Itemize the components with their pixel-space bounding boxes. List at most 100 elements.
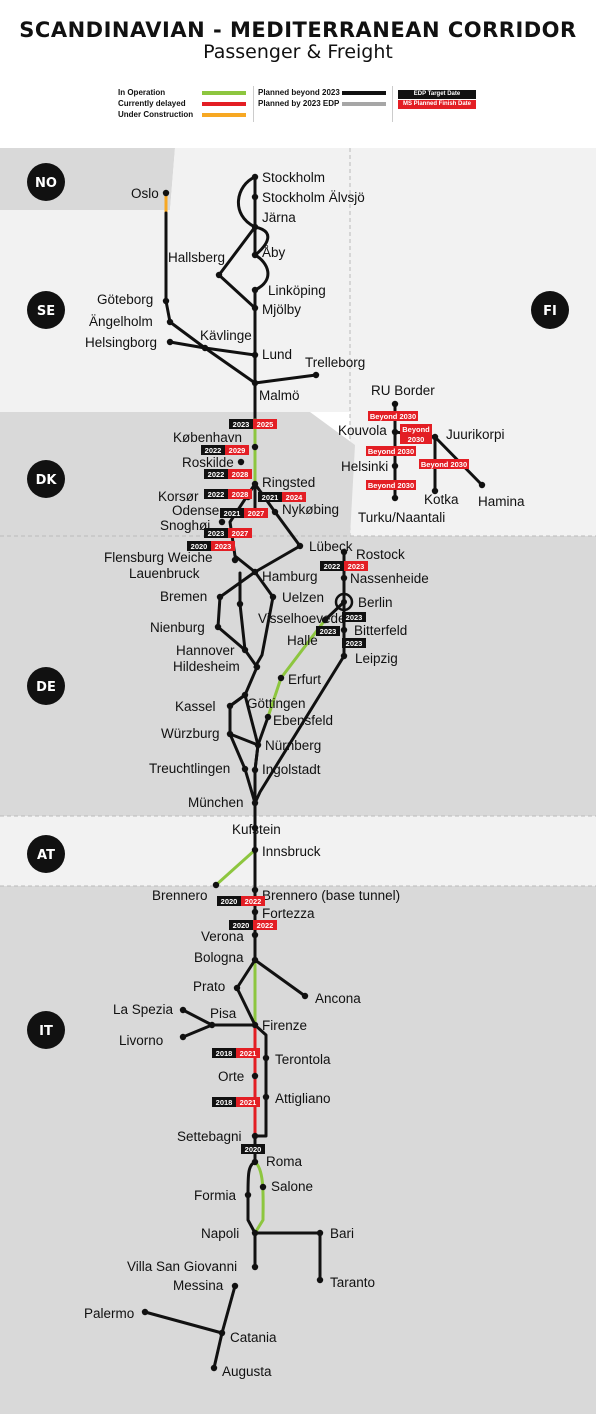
station-helsingborg: Helsingborg	[85, 335, 157, 350]
svg-text:2021: 2021	[262, 493, 279, 502]
station-livorno: Livorno	[119, 1033, 163, 1048]
country-marker-se: SE	[27, 291, 65, 329]
svg-text:2028: 2028	[232, 470, 249, 479]
station-snoghoj: Snoghøj	[160, 518, 210, 533]
station-helsinki: Helsinki	[341, 459, 388, 474]
station-roskilde: Roskilde	[182, 455, 234, 470]
country-marker-dk: DK	[27, 460, 65, 498]
station-trelleborg: Trelleborg	[305, 355, 365, 370]
country-band-de	[0, 536, 596, 816]
rail-leipzig-munchen	[253, 654, 346, 805]
station-verona: Verona	[201, 929, 244, 944]
date-badges: 2023 2025 2022 2029 2022 2028 2022 2028 …	[187, 411, 469, 1154]
rail-trelleborg	[253, 373, 318, 385]
badge-korsor: 2022 2028	[204, 489, 252, 499]
station-ancona: Ancona	[315, 991, 361, 1006]
station-labels: Stockholm Stockholm Älvsjö Järna Hallsbe…	[84, 170, 525, 1379]
station-kufstein: Kufstein	[232, 822, 281, 837]
map-title: SCANDINAVIAN - MEDITERRANEAN CORRIDOR	[19, 18, 577, 42]
svg-text:2020: 2020	[233, 921, 250, 930]
svg-text:2023: 2023	[208, 529, 225, 538]
station-kobenhavn: København	[173, 430, 242, 445]
badge-ringsted: 2021 2024	[258, 492, 306, 502]
station-jarna: Järna	[262, 210, 296, 225]
rail-uelzen-hannover	[253, 570, 275, 669]
station-bari: Bari	[330, 1226, 354, 1241]
country-marker-no: NO	[27, 163, 65, 201]
station-hildesheim: Hildesheim	[173, 659, 240, 674]
country-marker-de: DE	[27, 667, 65, 705]
svg-text:2022: 2022	[205, 446, 222, 455]
country-band-dk	[0, 412, 355, 536]
rail-firenze-settebagni-west	[253, 1023, 268, 1138]
station-nassenheide: Nassenheide	[350, 571, 429, 586]
header: SCANDINAVIAN - MEDITERRANEAN CORRIDOR Pa…	[0, 0, 596, 148]
svg-text:Beyond 2030: Beyond 2030	[370, 412, 416, 421]
svg-text:2028: 2028	[232, 490, 249, 499]
badge-roskilde-2: 2022 2028	[204, 469, 252, 479]
station-lubeck: Lübeck	[309, 539, 353, 554]
station-ingolstadt: Ingolstadt	[262, 762, 321, 777]
station-innsbruck: Innsbruck	[262, 844, 321, 859]
svg-text:2018: 2018	[216, 1098, 233, 1107]
berlin-ring	[334, 592, 354, 612]
badge-finland-3: Beyond 2030	[366, 446, 416, 456]
station-uelzen: Uelzen	[282, 590, 324, 605]
legend-planned-by-swatch	[342, 102, 386, 106]
station-berlin: Berlin	[358, 595, 393, 610]
svg-text:Beyond 2030: Beyond 2030	[368, 447, 414, 456]
station-bologna: Bologna	[194, 950, 244, 965]
station-leipzig: Leipzig	[355, 651, 398, 666]
station-angelholm: Ängelholm	[89, 314, 153, 329]
station-terontola: Terontola	[275, 1052, 331, 1067]
rail-lubeck-hamburg	[253, 544, 302, 574]
svg-text:2027: 2027	[232, 529, 249, 538]
station-linkoping: Linköping	[268, 283, 326, 298]
station-alvsjo: Stockholm Älvsjö	[262, 190, 365, 205]
badge-flensburg: 2020 2023	[187, 541, 235, 551]
svg-text:DE: DE	[36, 680, 56, 695]
svg-text:IT: IT	[39, 1024, 53, 1039]
station-hamina: Hamina	[478, 494, 525, 509]
svg-text:2029: 2029	[229, 446, 246, 455]
svg-text:2023: 2023	[346, 613, 363, 622]
station-juurikorpi: Juurikorpi	[446, 427, 505, 442]
svg-text:2022: 2022	[208, 490, 225, 499]
station-kassel: Kassel	[175, 699, 216, 714]
station-goteborg: Göteborg	[97, 292, 153, 307]
svg-text:2022: 2022	[245, 897, 262, 906]
country-band-it	[0, 886, 596, 1414]
svg-text:NO: NO	[35, 176, 57, 191]
legend-planned-beyond-swatch	[342, 91, 386, 95]
station-oslo: Oslo	[131, 186, 159, 201]
station-pisa: Pisa	[210, 1006, 237, 1021]
rail-palermo-catania	[143, 1310, 224, 1335]
legend-in-operation-swatch	[202, 91, 246, 95]
svg-text:2020: 2020	[191, 542, 208, 551]
station-nykobing: Nykøbing	[282, 502, 339, 517]
svg-text:2021: 2021	[224, 509, 241, 518]
station-munchen: München	[188, 795, 244, 810]
station-korsor: Korsør	[158, 489, 199, 504]
station-salone: Salone	[271, 1179, 313, 1194]
svg-text:2023: 2023	[215, 542, 232, 551]
badge-terontola: 2018 2021	[212, 1048, 260, 1058]
station-firenze: Firenze	[262, 1018, 307, 1033]
badge-odense: 2021 2027	[220, 508, 268, 518]
svg-text:2022: 2022	[257, 921, 274, 930]
country-marker-fi: FI	[531, 291, 569, 329]
legend-ms-planned-badge: MS Planned Finish Date	[398, 100, 476, 109]
station-bitterfeld: Bitterfeld	[354, 623, 407, 638]
svg-text:2021: 2021	[240, 1049, 257, 1058]
legend-under-construction-label: Under Construction	[118, 110, 194, 119]
svg-text:2027: 2027	[248, 509, 265, 518]
station-messina: Messina	[173, 1278, 224, 1293]
station-brennero: Brennero	[152, 888, 208, 903]
station-ebensfeld: Ebensfeld	[273, 713, 333, 728]
svg-text:2022: 2022	[324, 562, 341, 571]
rail-innsbruck-brennero	[214, 848, 257, 887]
station-roma: Roma	[266, 1154, 303, 1169]
station-malmo: Malmö	[259, 388, 300, 403]
station-kouvola: Kouvola	[338, 423, 387, 438]
